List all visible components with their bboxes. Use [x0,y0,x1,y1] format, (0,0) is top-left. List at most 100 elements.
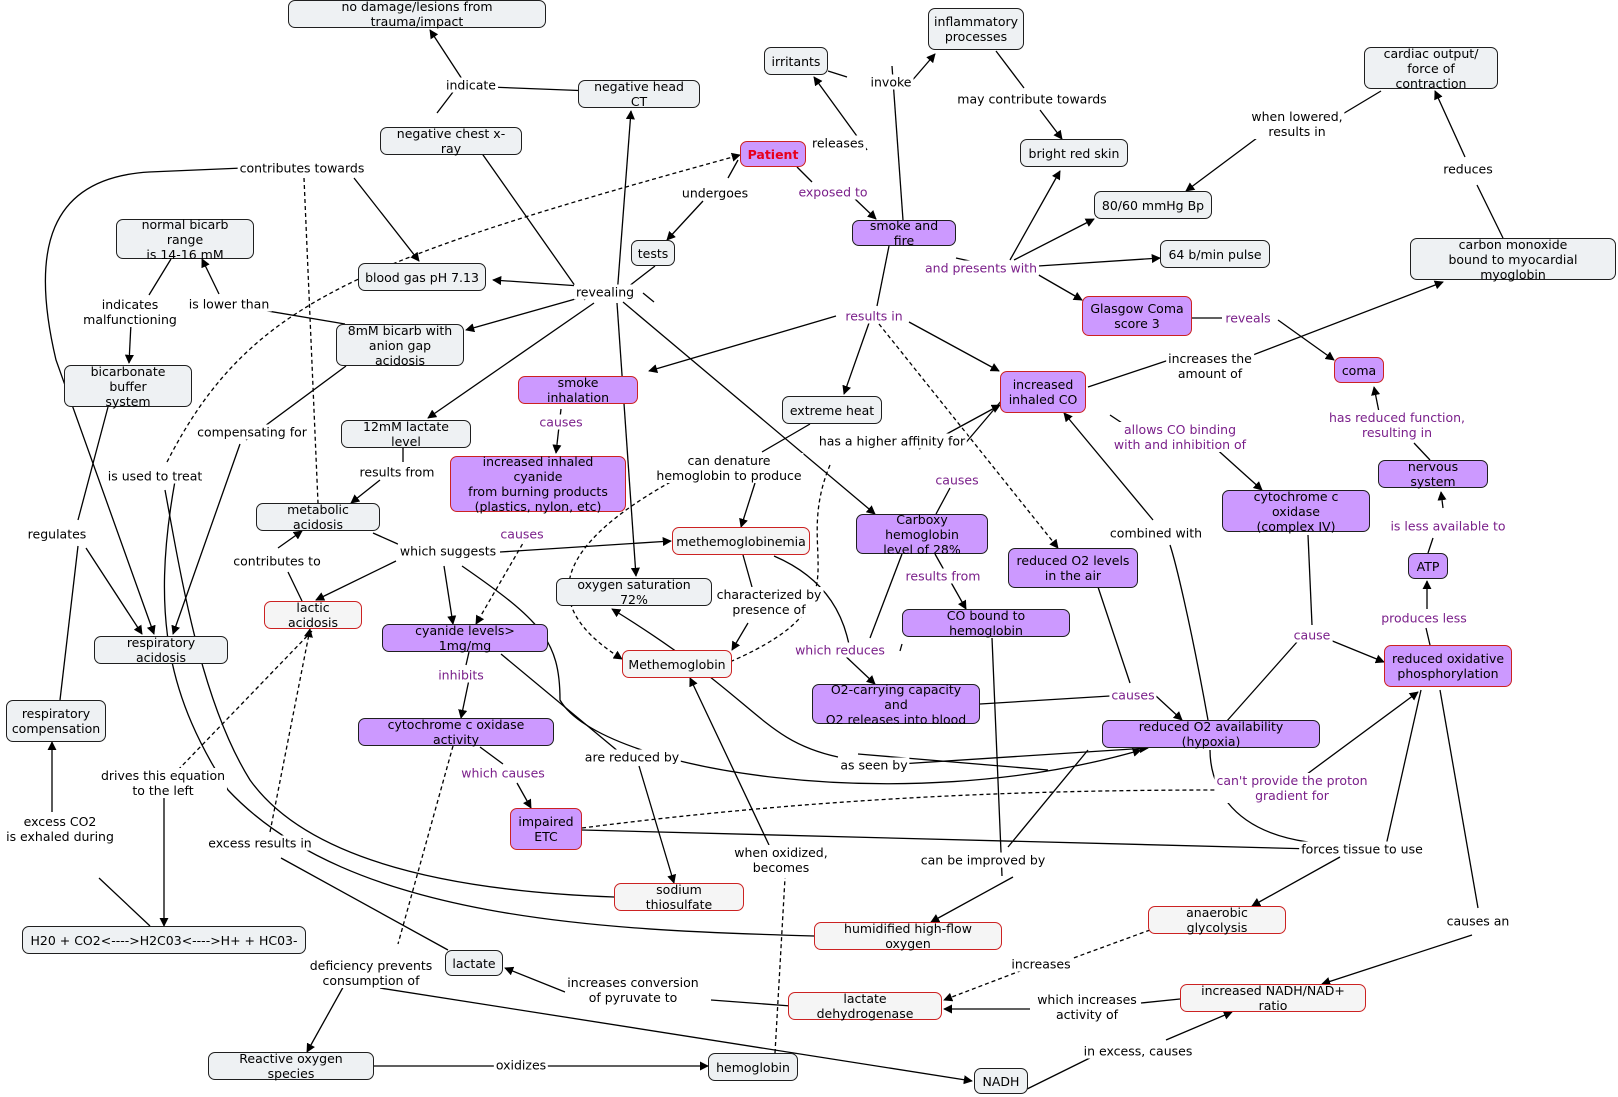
connector-line-51 [468,134,586,301]
connector-line-76 [742,554,753,588]
connector-line-125 [1007,749,1089,848]
connector-line-9 [853,197,877,220]
node-co-bound-hemoglobin[interactable]: CO bound to hemoglobin [902,608,1070,638]
connector-line-101 [638,765,677,884]
node-lactate-12mm[interactable]: 12mM lactate level [341,419,471,449]
connector-line-80 [761,423,811,453]
node-reduced-o2-air[interactable]: reduced O2 levels in the air [1008,548,1138,588]
connector-line-129 [269,628,313,833]
node-reactive-oxygen-species[interactable]: Reactive oxygen species [208,1051,374,1081]
node-methemoglobin[interactable]: Methemoglobin [622,650,732,678]
connector-line-134 [163,480,815,937]
node-atp[interactable]: ATP [1408,553,1448,579]
link-results-from-co: results from [903,568,983,584]
node-lactate[interactable]: lactate [445,950,503,976]
connector-line-112 [1140,998,1181,1004]
node-nadh-ratio[interactable]: increased NADH/NAD+ ratio [1180,983,1366,1013]
node-hemoglobin[interactable]: hemoglobin [708,1053,798,1081]
node-cytochrome-c-complex[interactable]: cytochrome c oxidase (complex IV) [1222,489,1370,534]
connector-line-48 [492,276,581,287]
node-o2-carrying-capacity[interactable]: O2-carrying capacity and O2 releases int… [812,682,980,727]
node-coma[interactable]: coma [1334,357,1384,383]
node-smoke-inhalation[interactable]: smoke inhalation [518,375,638,405]
link-as-seen-by: as seen by [838,757,910,773]
link-causes-co: causes [933,472,981,488]
connector-line-136 [166,152,741,463]
node-humidified-oxygen[interactable]: humidified high-flow oxygen [814,921,1002,951]
connector-line-126 [930,876,1014,923]
link-increases-conversion: increases conversion of pyruvate to [565,975,701,1005]
node-co-myoglobin[interactable]: carbon monoxide bound to myocardial myog… [1410,237,1616,282]
connector-line-4 [353,177,420,262]
link-is-used-to-treat: is used to treat [105,468,205,484]
node-8mm-bicarb[interactable]: 8mM bicarb with anion gap acidosis [336,323,464,368]
connector-line-29 [1437,491,1447,509]
node-irritants[interactable]: irritants [764,47,828,75]
link-has-higher-affinity: has a higher affinity for [816,433,968,449]
node-lactic-acidosis[interactable]: lactic acidosis [264,600,362,630]
connector-line-39 [1211,444,1263,491]
node-bicarbonate-equation[interactable]: H20 + CO2<---->H2C03<---->H+ + HC03- [22,926,306,954]
node-reduced-oxidative-phosphorylation[interactable]: reduced oxidative phosphorylation [1384,645,1512,687]
connector-line-33 [1307,534,1313,626]
connector-line-72 [443,565,457,625]
node-inflammatory-processes[interactable]: inflammatory processes [928,8,1024,50]
node-oxygen-saturation[interactable]: oxygen saturation 72% [556,577,712,607]
node-respiratory-acidosis[interactable]: respiratory acidosis [94,635,228,665]
node-increased-inhaled-cyanide[interactable]: increased inhaled cyanide from burning p… [450,454,626,514]
link-causes-an: causes an [1444,913,1512,929]
connector-line-55 [642,292,655,303]
node-negative-chest-xray[interactable]: negative chest x-ray [380,126,522,156]
node-bicarbonate-buffer[interactable]: bicarbonate buffer system [64,364,192,409]
node-no-damage[interactable]: no damage/lesions from trauma/impact [288,0,546,29]
connector-line-45 [842,322,870,395]
node-extreme-heat[interactable]: extreme heat [782,396,882,424]
connector-line-132 [98,877,151,927]
node-cyanide-levels[interactable]: cyanide levels> 1mg/mg [382,623,548,653]
connector-line-99 [516,782,532,809]
link-cant-provide-gradient: can't provide the proton gradient for [1214,773,1370,803]
node-tests[interactable]: tests [631,240,675,266]
connector-line-18 [1476,184,1504,239]
node-normal-bicarb[interactable]: normal bicarb range is 14-16 mM [116,217,254,262]
node-cytochrome-c-activity[interactable]: cytochrome c oxidase activity [358,717,554,747]
node-nervous-system[interactable]: nervous system [1378,459,1488,489]
node-lactate-dehydrogenase[interactable]: lactate dehydrogenase [788,991,942,1021]
link-excess-results-in: excess results in [206,835,314,851]
connector-line-44 [876,245,890,307]
node-carboxy-hemoglobin[interactable]: Carboxy hemoglobin level of 28% [856,512,988,557]
node-hypoxia[interactable]: reduced O2 availability (hypoxia) [1102,719,1320,749]
node-negative-head-ct[interactable]: negative head CT [578,79,700,109]
connector-line-89 [1155,695,1183,721]
connector-line-34 [1329,639,1385,664]
connector-line-12 [909,53,936,84]
connector-line-124 [689,677,770,846]
node-glasgow-coma[interactable]: Glasgow Coma score 3 [1082,296,1192,336]
node-respiratory-compensation[interactable]: respiratory compensation [6,700,106,742]
node-patient[interactable]: Patient [740,141,806,167]
link-cause: cause [1291,627,1333,643]
connector-line-108 [581,789,1219,829]
node-sodium-thiosulfate[interactable]: sodium thiosulfate [614,882,744,912]
link-can-be-improved: can be improved by [918,852,1048,868]
link-is-less-available: is less available to [1388,518,1508,534]
node-blood-gas[interactable]: blood gas pH 7.13 [358,263,486,291]
connector-line-53 [616,302,640,577]
connector-line-46 [878,323,1059,549]
node-increased-inhaled-co[interactable]: increased inhaled CO [1000,371,1086,413]
connector-line-123 [774,877,786,1054]
connector-line-78 [731,622,749,651]
node-anaerobic-glycolysis[interactable]: anaerobic glycolysis [1148,905,1286,935]
link-causes-smoke: causes [537,414,585,430]
node-metabolic-acidosis[interactable]: metabolic acidosis [256,502,380,532]
connector-line-104 [1439,689,1479,909]
node-nadh[interactable]: NADH [974,1068,1028,1094]
node-pulse[interactable]: 64 b/min pulse [1160,240,1270,268]
node-methemoglobinemia[interactable]: methemoglobinemia [672,527,810,555]
node-cardiac-output[interactable]: cardiac output/ force of contraction [1364,46,1498,91]
node-bp[interactable]: 80/60 mmHg Bp [1094,191,1212,219]
node-smoke-and-fire[interactable]: smoke and fire [852,218,956,248]
node-impaired-etc[interactable]: impaired ETC [510,808,582,850]
node-bright-red-skin[interactable]: bright red skin [1020,139,1128,167]
